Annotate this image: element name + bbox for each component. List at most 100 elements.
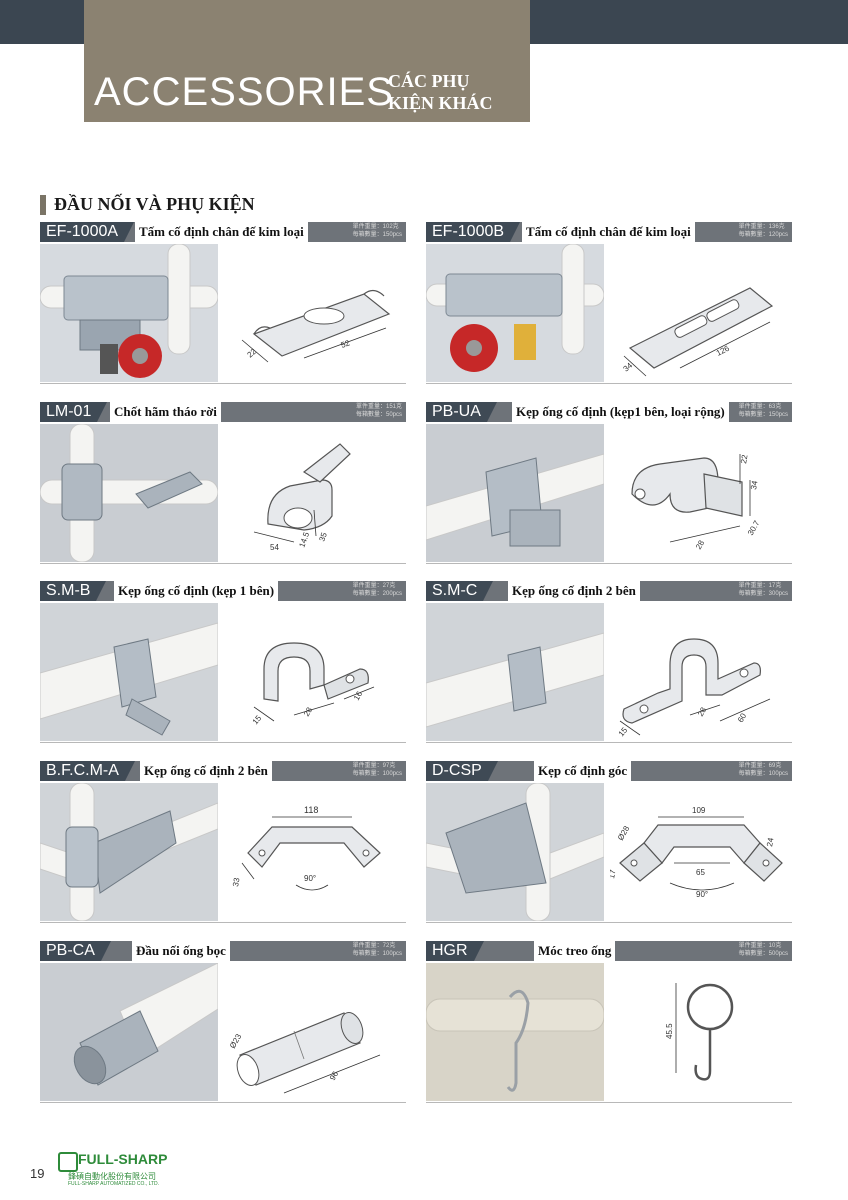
logo-mark-icon [58,1152,78,1172]
svg-text:15: 15 [617,725,630,738]
svg-text:28: 28 [302,705,315,718]
card-divider [426,1102,792,1103]
product-spec: 單件重量：97克每箱數量：100pcs [352,763,402,777]
svg-text:33: 33 [231,876,242,887]
page-subtitle-line-1: CÁC PHỤ [388,71,470,91]
product-card-pb-ua: PB-UA Kẹp ống cố định (kẹp1 bên, loại rộ… [426,402,792,564]
product-photo [426,424,604,562]
svg-text:45.5: 45.5 [665,1023,674,1039]
product-code: B.F.C.M-A [40,761,135,781]
card-divider [40,383,406,384]
svg-text:28: 28 [694,538,707,551]
product-drawing: 15 28 16 [224,603,406,741]
product-name: Kẹp cố định góc [534,761,632,781]
product-photo [40,963,218,1101]
page-title: ACCESSORIES [94,70,394,114]
product-code: PB-CA [40,941,111,961]
svg-text:22: 22 [246,347,259,360]
product-card-b-f-c-m-a: B.F.C.M-A Kẹp ống cố định 2 bên 單件重量：97克… [40,761,406,923]
card-divider [40,742,406,743]
svg-text:126: 126 [715,343,731,357]
svg-text:Ø28: Ø28 [616,824,632,842]
svg-text:90°: 90° [696,890,708,899]
svg-text:35: 35 [317,531,329,543]
card-divider [426,922,792,923]
svg-text:54: 54 [270,543,279,552]
product-card-ef-1000b: EF-1000B Tấm cố định chân đế kim loại 單件… [426,222,792,384]
svg-text:90°: 90° [304,874,316,883]
product-spec: 單件重量：151克每箱數量：50pcs [355,404,402,418]
svg-text:Ø23: Ø23 [228,1032,244,1050]
card-divider [40,1102,406,1103]
product-drawing: 34 126 [610,244,792,382]
product-card-s-m-b: S.M-B Kẹp ống cố định (kẹp 1 bên) 單件重量：2… [40,581,406,743]
page-subtitle: CÁC PHỤ KIỆN KHÁC [388,70,493,114]
card-divider [40,563,406,564]
product-spec: 單件重量：27克每箱數量：200pcs [352,583,402,597]
product-spec: 單件重量：17克每箱數量：300pcs [738,583,788,597]
product-drawing: 54 14.5 35 [224,424,406,562]
product-spec: 單件重量：102克每箱數量：150pcs [352,224,402,238]
product-spec: 單件重量：69克每箱數量：100pcs [738,763,788,777]
product-drawing: 22 52 [224,244,406,382]
product-name: Kẹp ống cố định (kẹp 1 bên) [114,581,279,601]
product-drawing: 118 33 90° [224,783,406,921]
svg-text:15: 15 [251,713,264,726]
product-photo [40,244,218,382]
product-drawing: 15 28 60 [610,603,792,741]
product-spec: 單件重量：72克每箱數量：100pcs [352,943,402,957]
section-marker [40,194,46,215]
product-name: Chốt hãm tháo rời [110,402,221,422]
product-code: PB-UA [426,402,497,422]
svg-text:24: 24 [765,836,776,847]
product-drawing: 22 34 30.7 28 [610,424,792,562]
product-photo [426,603,604,741]
product-card-ef-1000a: EF-1000A Tấm cố định chân đế kim loại 單件… [40,222,406,384]
product-drawing: 45.5 [610,963,792,1101]
svg-text:28: 28 [696,705,709,718]
product-card-s-m-c: S.M-C Kẹp ống cố định 2 bên 單件重量：17克每箱數量… [426,581,792,743]
product-photo [40,783,218,921]
card-divider [426,383,792,384]
svg-text:118: 118 [304,805,318,815]
card-divider [426,563,792,564]
svg-text:14.5: 14.5 [297,530,311,548]
company-name-cn: 鋒碩自動化股份有限公司 [68,1172,156,1181]
product-card-hgr: HGR Móc treo ống 單件重量：10克每箱數量：500pcs 45.… [426,941,792,1103]
svg-text:34: 34 [749,479,760,490]
product-name: Kẹp ống cố định 2 bên [140,761,272,781]
product-name: Tấm cố định chân đế kim loại [522,222,695,242]
brand-name: FULL-SHARP [78,1151,168,1167]
product-code: D-CSP [426,761,498,781]
product-photo [40,603,218,741]
product-spec: 單件重量：10克每箱數量：500pcs [738,943,788,957]
product-name: Kẹp ống cố định 2 bên [508,581,640,601]
product-photo [426,963,604,1101]
product-name: Đầu nối ống bọc [132,941,230,961]
product-code: HGR [426,941,484,961]
product-photo [426,244,604,382]
product-name: Kẹp ống cố định (kẹp1 bên, loại rộng) [512,402,729,422]
card-divider [40,922,406,923]
product-name: Tấm cố định chân đế kim loại [135,222,308,242]
product-drawing: Ø23 96 [224,963,406,1101]
svg-text:65: 65 [696,868,705,877]
svg-text:52: 52 [340,338,352,350]
product-code: EF-1000B [426,222,521,242]
product-code: S.M-B [40,581,107,601]
card-divider [426,742,792,743]
product-card-lm-01: LM-01 Chốt hãm tháo rời 單件重量：151克每箱數量：50… [40,402,406,564]
product-card-d-csp: D-CSP Kẹp cố định góc 單件重量：69克每箱數量：100pc… [426,761,792,923]
page-number: 19 [30,1166,45,1181]
svg-text:109: 109 [692,806,706,815]
svg-text:17: 17 [610,868,618,879]
product-spec: 單件重量：63克每箱數量：150pcs [738,404,788,418]
company-name-en: FULL-SHARP AUTOMATIZED CO., LTD. [68,1181,160,1187]
svg-text:30.7: 30.7 [746,519,762,537]
section-heading: ĐẦU NỐI VÀ PHỤ KIỆN [40,194,255,215]
product-name: Móc treo ống [534,941,616,961]
product-code: LM-01 [40,402,108,422]
product-spec: 單件重量：136克每箱數量：120pcs [738,224,788,238]
svg-text:34: 34 [622,361,635,374]
product-photo [40,424,218,562]
